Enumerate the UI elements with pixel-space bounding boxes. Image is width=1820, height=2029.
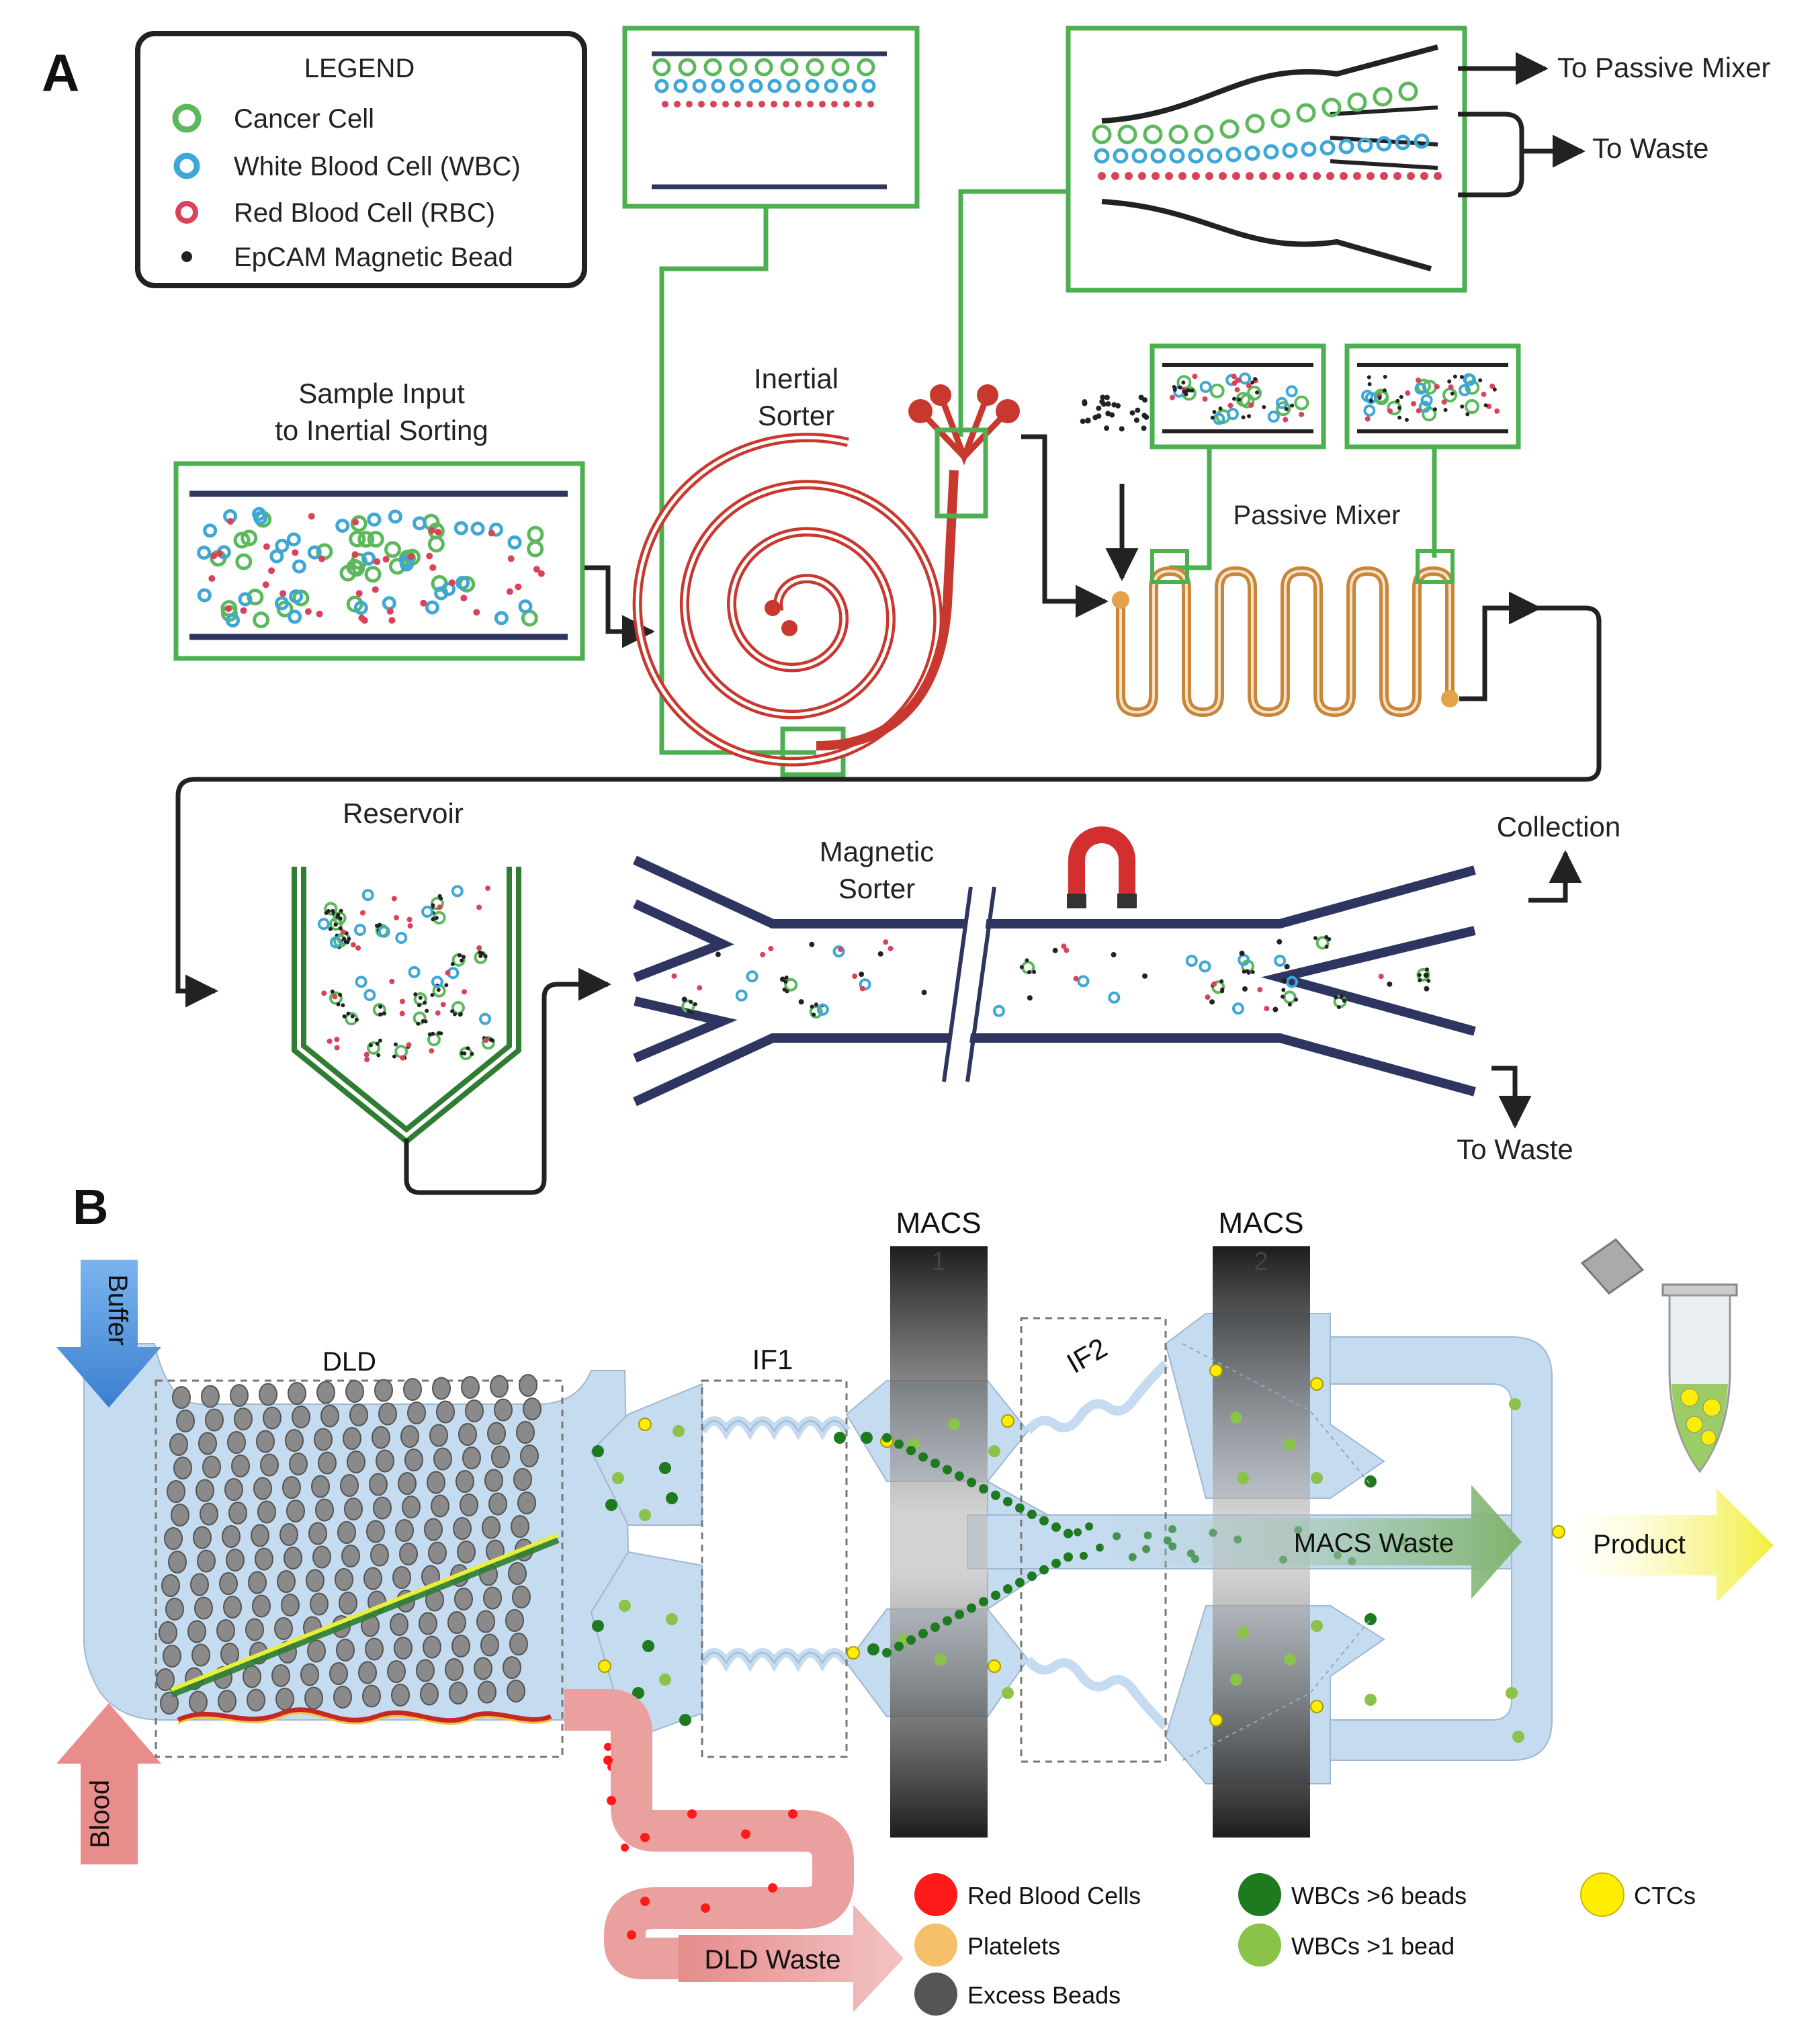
legend-beads: Excess Beads (967, 1981, 1121, 2009)
buffer-inlet-arrow: Buffer (56, 1260, 161, 1408)
legend-wbc6: WBCs >6 beads (1291, 1882, 1467, 1909)
panel-b: B Buffer Blood DLD IF1 IF2 MACS 1 M (56, 1179, 1774, 2016)
magnetic-sorter (633, 826, 1476, 1107)
legend-title: LEGEND (304, 54, 415, 83)
legend-rbc: Red Blood Cell (RBC) (234, 198, 495, 228)
reservoir (292, 867, 521, 1146)
dld-label: DLD (322, 1347, 376, 1377)
inertial-sorter-label-1: Inertial (754, 363, 838, 394)
dld-waste-outlet: DLD Waste (564, 1689, 904, 2012)
legend-b: Red Blood Cells Platelets Excess Beads W… (914, 1872, 1696, 2016)
panel-b-label: B (73, 1179, 108, 1235)
macs1-magnet (890, 1246, 988, 1838)
sample-input-label-2: to Inertial Sorting (275, 415, 488, 446)
sample-input-label-1: Sample Input (298, 378, 465, 409)
inertial-spiral (632, 384, 1020, 767)
bead-legend-icon (914, 1973, 957, 2016)
panel-a-label: A (42, 43, 79, 102)
inset-mixer-2 (1344, 343, 1521, 449)
legend-rbc-b: Red Blood Cells (967, 1882, 1141, 1909)
magnet-icon (1068, 826, 1135, 907)
wbc6-legend-icon (1238, 1873, 1281, 1916)
bead-spray-icon (1080, 394, 1150, 432)
collection-label: Collection (1497, 811, 1620, 843)
inset-sample-input (173, 461, 585, 661)
product-arrow: Product (1565, 1488, 1774, 1602)
bead-icon (181, 251, 192, 262)
inset-outlet (1066, 26, 1467, 293)
dld-waste-label: DLD Waste (704, 1945, 840, 1975)
passive-mixer-label: Passive Mixer (1233, 501, 1401, 530)
dld-region (155, 1379, 564, 1758)
if2-label: IF2 (1061, 1332, 1113, 1379)
legend-bead: EpCAM Magnetic Bead (234, 243, 513, 272)
inset-mixer-1 (1150, 343, 1326, 449)
blood-label: Blood (85, 1780, 115, 1848)
macs-waste-arrow: MACS Waste (1102, 1485, 1522, 1599)
product-tube-icon (1580, 1238, 1738, 1473)
rbc-legend-icon (914, 1873, 957, 1916)
ctc-legend-icon (1580, 1872, 1624, 1917)
product-label: Product (1593, 1530, 1686, 1559)
to-waste-bottom-label: To Waste (1457, 1133, 1573, 1165)
legend-a: LEGEND Cancer Cell White Blood Cell (WBC… (135, 31, 587, 288)
macs-waste-label: MACS Waste (1294, 1528, 1455, 1558)
if1-label: IF1 (752, 1344, 793, 1375)
macs1-title: MACS (896, 1207, 981, 1240)
inset-focused-streams (622, 26, 920, 209)
dld-pillar-array (156, 1374, 541, 1715)
wbc1-legend-icon (1238, 1924, 1281, 1967)
macs1-number: 1 (931, 1248, 945, 1276)
legend-wbc1: WBCs >1 bead (1291, 1932, 1455, 1960)
legend-ctc: CTCs (1634, 1882, 1696, 1909)
platelet-legend-icon (914, 1924, 957, 1967)
magnetic-sorter-label-1: Magnetic (820, 836, 934, 867)
cancer-cell-icon (172, 103, 202, 133)
magnetic-sorter-label-2: Sorter (838, 873, 915, 904)
wbc-icon (173, 153, 200, 179)
legend-wbc: White Blood Cell (WBC) (234, 152, 521, 181)
if1-region (701, 1379, 848, 1758)
macs2-title: MACS (1218, 1207, 1303, 1240)
to-waste-top-label: To Waste (1592, 132, 1709, 164)
blood-inlet-arrow: Blood (56, 1703, 161, 1864)
rbc-icon (175, 201, 198, 224)
legend-platelets: Platelets (967, 1932, 1060, 1960)
inertial-sorter-label-2: Sorter (758, 400, 834, 431)
macs2-number: 2 (1254, 1248, 1268, 1276)
to-passive-mixer-label: To Passive Mixer (1557, 52, 1770, 83)
legend-cancer-cell: Cancer Cell (234, 104, 374, 134)
reservoir-label: Reservoir (343, 797, 464, 829)
panel-a: A LEGEND Cancer Cell White Blood Cell (W… (42, 26, 1770, 1195)
buffer-label: Buffer (103, 1275, 132, 1346)
